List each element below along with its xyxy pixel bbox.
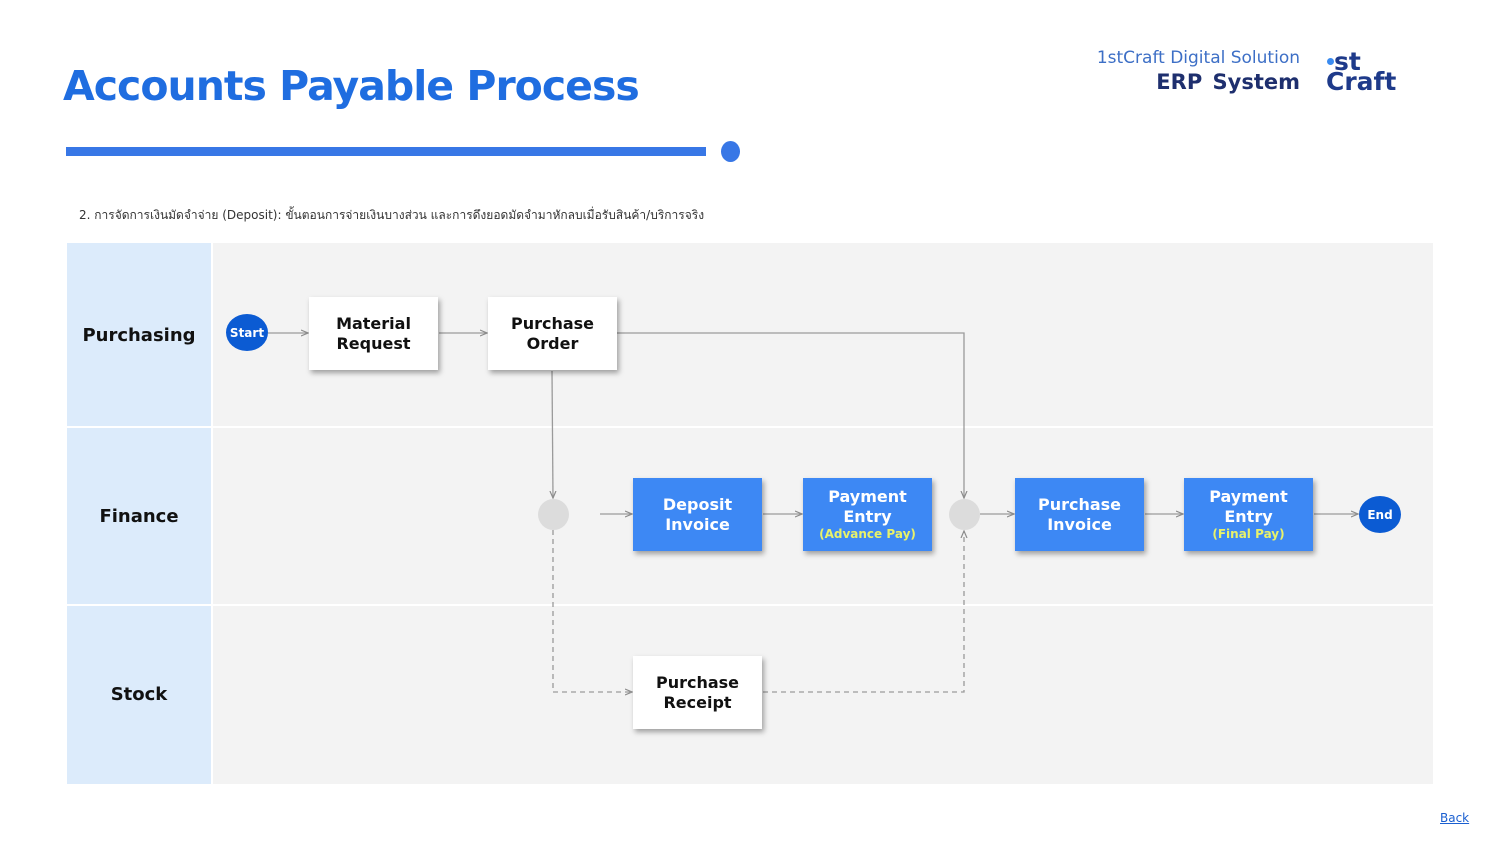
dashed-arrow-gateway-to-purchase-receipt (552, 530, 632, 692)
payment-entry-final-step: Payment Entry (Final Pay) (1184, 478, 1313, 551)
arrow-purchase-order-to-deposit-gateway (552, 370, 553, 498)
diagram-caption: 2. การจัดการเงินมัดจำจ่าย (Deposit): ขั้… (79, 208, 705, 222)
lane-label-stock: Stock (67, 605, 211, 784)
step-label-line1: Purchase (1037, 494, 1122, 514)
step-label-line1: Deposit (662, 494, 733, 514)
end-event: End (1359, 496, 1401, 533)
material-request-step: Material Request (309, 297, 438, 370)
step-label-line2: Request (336, 333, 411, 353)
logo-bottom-text: Craft (1326, 67, 1397, 96)
step-label-line2: Receipt (663, 692, 732, 712)
lane-divider (67, 604, 1433, 606)
logo-dot (1327, 58, 1334, 65)
lane-label-purchasing: Purchasing (67, 243, 211, 427)
step-label-line1: Purchase (655, 672, 740, 692)
purchase-receipt-step: Purchase Receipt (633, 656, 762, 729)
title-underline-dot (721, 141, 740, 162)
step-label-line1: Material (336, 313, 411, 333)
step-label-line2: Order (526, 333, 579, 353)
page-title: Accounts Payable Process (63, 62, 640, 110)
company-logo: st Craft (1320, 46, 1402, 102)
logo-top-text: st (1334, 47, 1361, 76)
step-label-line1: Payment (828, 487, 907, 506)
step-sublabel: (Final Pay) (1212, 527, 1285, 541)
start-event: Start (226, 314, 268, 351)
step-label-line2: Entry (843, 507, 892, 526)
deposit-gateway (538, 499, 569, 530)
arrow-purchase-order-to-final-gateway (617, 332, 964, 498)
purchase-invoice-step: Purchase Invoice (1015, 478, 1144, 551)
lane-divider (67, 426, 1433, 428)
payment-entry-advance-step: Payment Entry (Advance Pay) (803, 478, 932, 551)
step-label-line1: Purchase (510, 313, 595, 333)
purchase-order-step: Purchase Order (488, 297, 617, 370)
step-sublabel: (Advance Pay) (819, 527, 916, 541)
step-label-line2: Invoice (1047, 514, 1112, 534)
final-gateway (949, 499, 980, 530)
lane-label-finance: Finance (67, 427, 211, 605)
step-label-line2: Invoice (665, 514, 730, 534)
dashed-arrow-purchase-receipt-to-gateway (763, 531, 964, 693)
brand-company: 1stCraft Digital Solution (1096, 48, 1300, 68)
title-underline (66, 147, 706, 156)
deposit-invoice-step: Deposit Invoice (633, 478, 762, 551)
step-label-line1: Payment (1209, 487, 1288, 506)
back-link[interactable]: Back (1440, 811, 1470, 825)
lane-label-divider (211, 243, 213, 784)
step-label-line2: Entry (1224, 507, 1273, 526)
brand-product: ERP System (1156, 70, 1300, 94)
brand-text: 1stCraft Digital Solution ERP System (1097, 48, 1300, 94)
